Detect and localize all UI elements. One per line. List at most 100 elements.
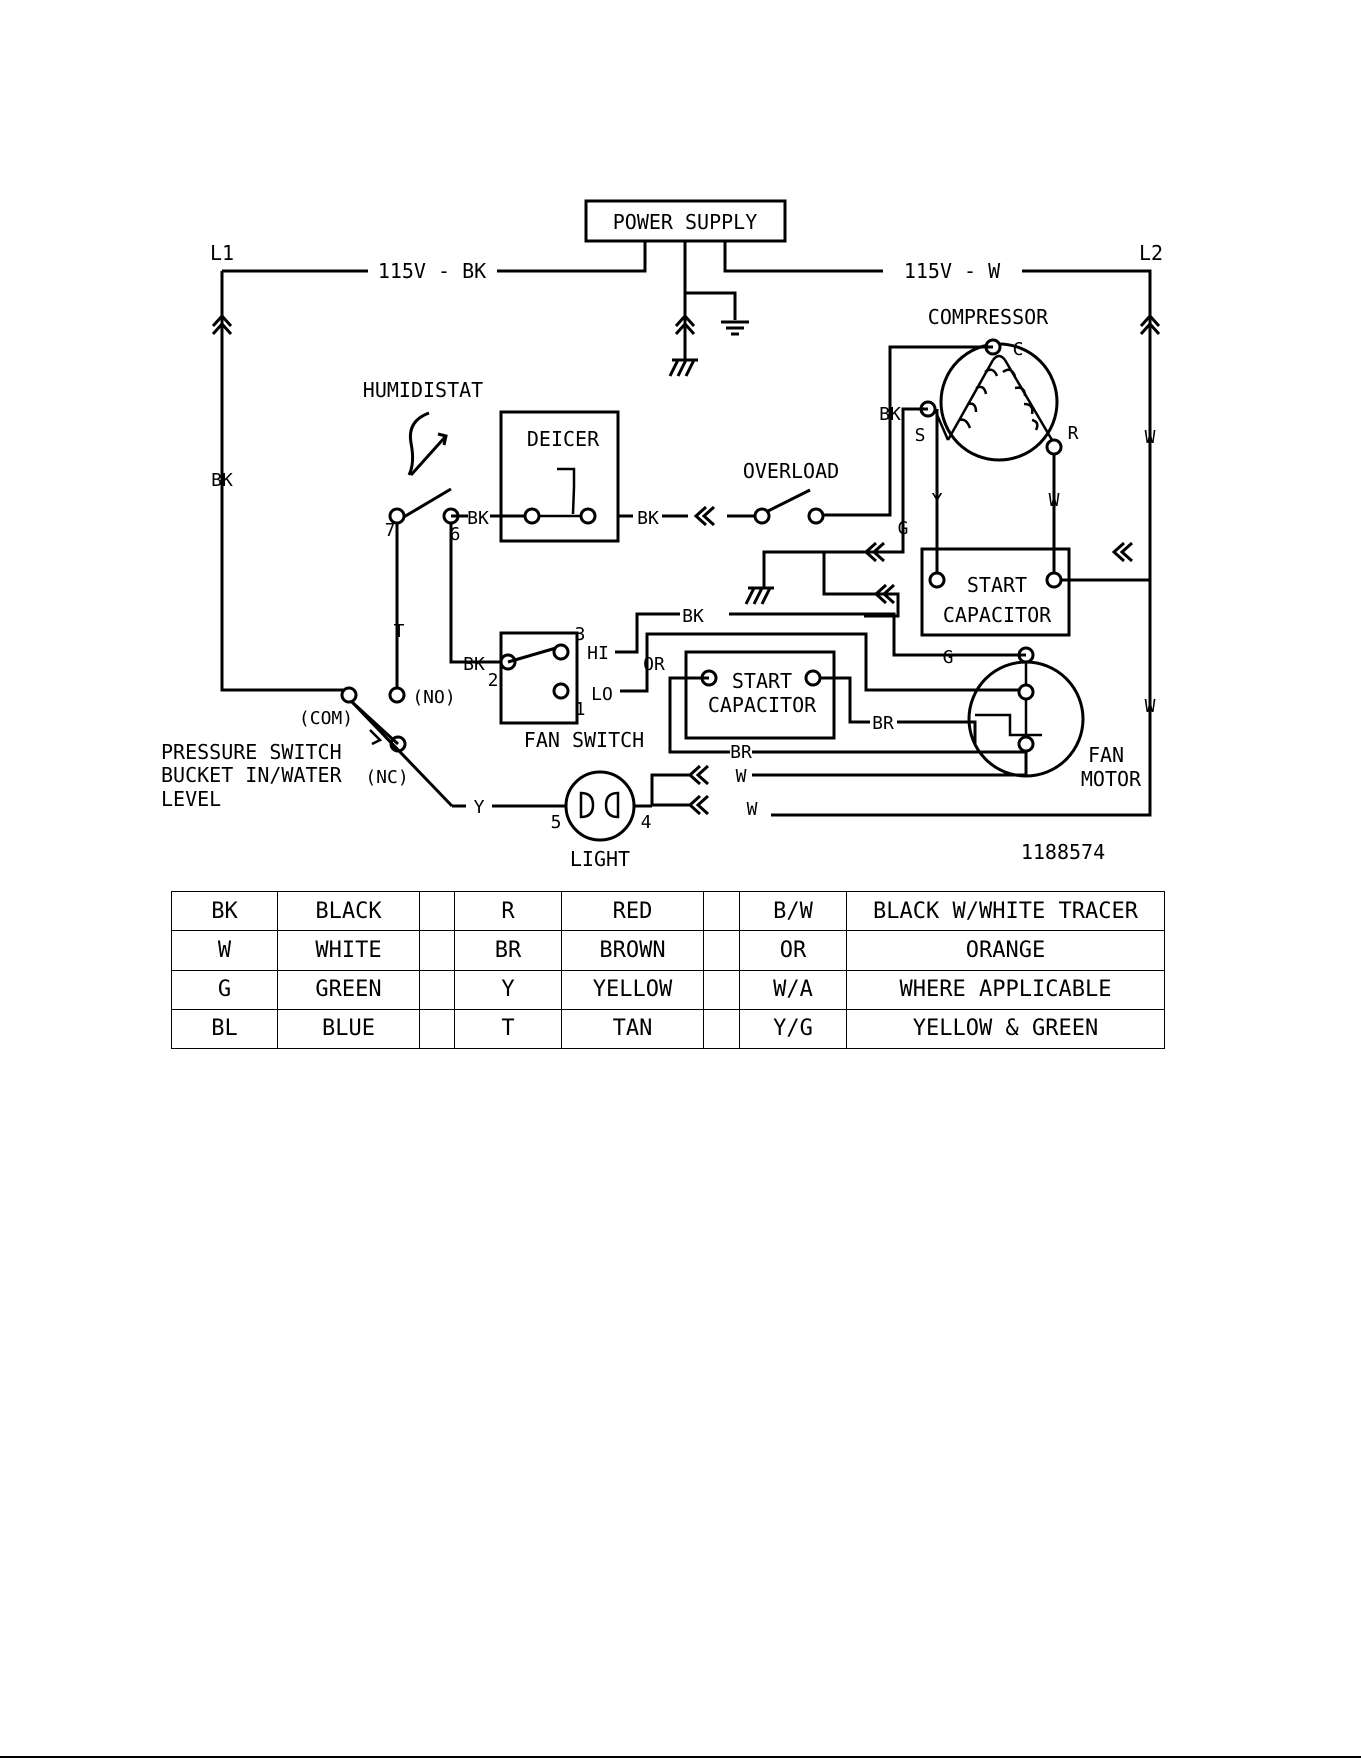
start-capacitor-label: CAPACITOR: [708, 693, 817, 717]
ground-icon: [721, 320, 749, 336]
wire-w-label: W: [747, 799, 758, 820]
legend-code: Y/G: [739, 1008, 847, 1050]
legend-color: WHERE APPLICABLE: [846, 969, 1165, 1010]
wire-ground-g: [762, 407, 928, 588]
legend-spacer: [703, 969, 740, 1010]
pressure-switch-label: BUCKET IN/WATER: [161, 763, 343, 787]
legend-color: YELLOW & GREEN: [846, 1008, 1165, 1050]
legend-row: W WHITE BR BROWN OR ORANGE: [171, 930, 1165, 971]
legend-spacer: [419, 930, 455, 971]
com-label: (COM): [299, 708, 353, 729]
legend-color: TAN: [561, 1008, 704, 1050]
wire-w-label: W: [1145, 427, 1156, 448]
wire-g-label: G: [898, 518, 909, 539]
legend-code: W: [171, 930, 278, 971]
legend-row: BK BLACK R RED B/W BLACK W/WHITE TRACER: [171, 890, 1165, 932]
wire-y-label: Y: [932, 490, 943, 511]
legend-color: BROWN: [561, 930, 704, 971]
legend-color: BLACK W/WHITE TRACER: [846, 890, 1165, 932]
start-capacitor-compressor: [920, 547, 1071, 637]
nc-label: (NC): [365, 767, 408, 788]
pressure-switch-label: LEVEL: [161, 787, 221, 811]
pressure-switch-label: PRESSURE SWITCH: [161, 740, 342, 764]
wire-bk-label: BK: [879, 404, 901, 425]
l1-label: L1: [210, 241, 234, 265]
no-label: (NO): [412, 687, 455, 708]
legend-code: BR: [454, 930, 562, 971]
wire-w-label: W: [1145, 696, 1156, 717]
wiring-diagram: POWER SUPPLY L1 L2 115V - BK 115V - W: [161, 199, 1163, 871]
start-capacitor-fan: [684, 650, 836, 740]
legend-code: BL: [171, 1008, 278, 1050]
legend-color: YELLOW: [561, 969, 704, 1010]
legend-color: WHITE: [277, 930, 420, 971]
terminal-2-label: 2: [488, 670, 499, 691]
legend-spacer: [703, 930, 740, 971]
wire-t-label: T: [394, 621, 405, 642]
supply-right-label: 115V - W: [904, 259, 1001, 283]
light: [564, 770, 636, 842]
part-number: 1188574: [1021, 840, 1105, 864]
wire-bk-label: BK: [682, 606, 704, 627]
page-bottom-rule: [0, 1756, 1361, 1758]
fan-switch-label: FAN SWITCH: [524, 728, 644, 752]
terminal-6-label: 6: [450, 524, 461, 545]
legend-code: R: [454, 890, 562, 932]
legend-color: RED: [561, 890, 704, 932]
legend-color: ORANGE: [846, 930, 1165, 971]
wire-bk-label: BK: [463, 654, 485, 675]
terminal-4-label: 4: [641, 812, 652, 833]
chassis-ground-icon: [668, 358, 698, 377]
power-supply: POWER SUPPLY: [584, 199, 787, 243]
humidistat-label: HUMIDISTAT: [363, 378, 483, 402]
lo-label: LO: [591, 684, 613, 705]
wire-bk-label: BK: [637, 508, 659, 529]
legend-spacer: [703, 890, 740, 932]
wire-y-label: Y: [474, 797, 485, 818]
wire-w-label: W: [1049, 490, 1060, 511]
legend-code: Y: [454, 969, 562, 1010]
fan-motor-label: MOTOR: [1081, 767, 1142, 791]
legend-color: GREEN: [277, 969, 420, 1010]
pressure-switch: [340, 686, 454, 808]
wire-g-label: G: [943, 647, 954, 668]
legend-code: W/A: [739, 969, 847, 1010]
start-capacitor-label: START: [967, 573, 1027, 597]
l2-label: L2: [1139, 241, 1163, 265]
supply-wires: [220, 241, 1152, 817]
legend-code: B/W: [739, 890, 847, 932]
wire-color-legend: BK BLACK R RED B/W BLACK W/WHITE TRACER …: [171, 890, 1165, 1050]
deicer-label: DEICER: [527, 427, 600, 451]
terminal-3-label: 3: [575, 624, 586, 645]
power-supply-label: POWER SUPPLY: [613, 210, 758, 234]
legend-code: G: [171, 969, 278, 1010]
legend-code: BK: [171, 890, 278, 932]
compressor: [919, 338, 1063, 462]
legend-row: G GREEN Y YELLOW W/A WHERE APPLICABLE: [171, 969, 1165, 1010]
chassis-ground-icon: [744, 586, 774, 605]
legend-spacer: [419, 890, 455, 932]
legend-spacer: [419, 1008, 455, 1050]
wire-bk-label: BK: [211, 470, 233, 491]
terminal-s-label: S: [915, 425, 926, 446]
wire-br-label: BR: [872, 713, 894, 734]
overload: [753, 488, 825, 525]
compressor-label: COMPRESSOR: [928, 305, 1049, 329]
wire-br-label: BR: [730, 742, 752, 763]
fan-switch: [499, 631, 579, 725]
legend-code: OR: [739, 930, 847, 971]
light-label: LIGHT: [570, 847, 630, 871]
terminal-c-label: C: [1013, 339, 1024, 360]
legend-color: BLACK: [277, 890, 420, 932]
wire-or-label: OR: [643, 654, 665, 675]
start-capacitor-label: CAPACITOR: [943, 603, 1052, 627]
start-capacitor-label: START: [732, 669, 792, 693]
legend-code: T: [454, 1008, 562, 1050]
connector-icon: [1112, 541, 1134, 563]
connector-icon: [688, 794, 710, 816]
deicer: [499, 410, 620, 543]
wire-bk-label: BK: [467, 508, 489, 529]
terminal-7-label: 7: [385, 520, 396, 541]
terminal-1-label: 1: [575, 699, 586, 720]
hi-label: HI: [587, 643, 609, 664]
